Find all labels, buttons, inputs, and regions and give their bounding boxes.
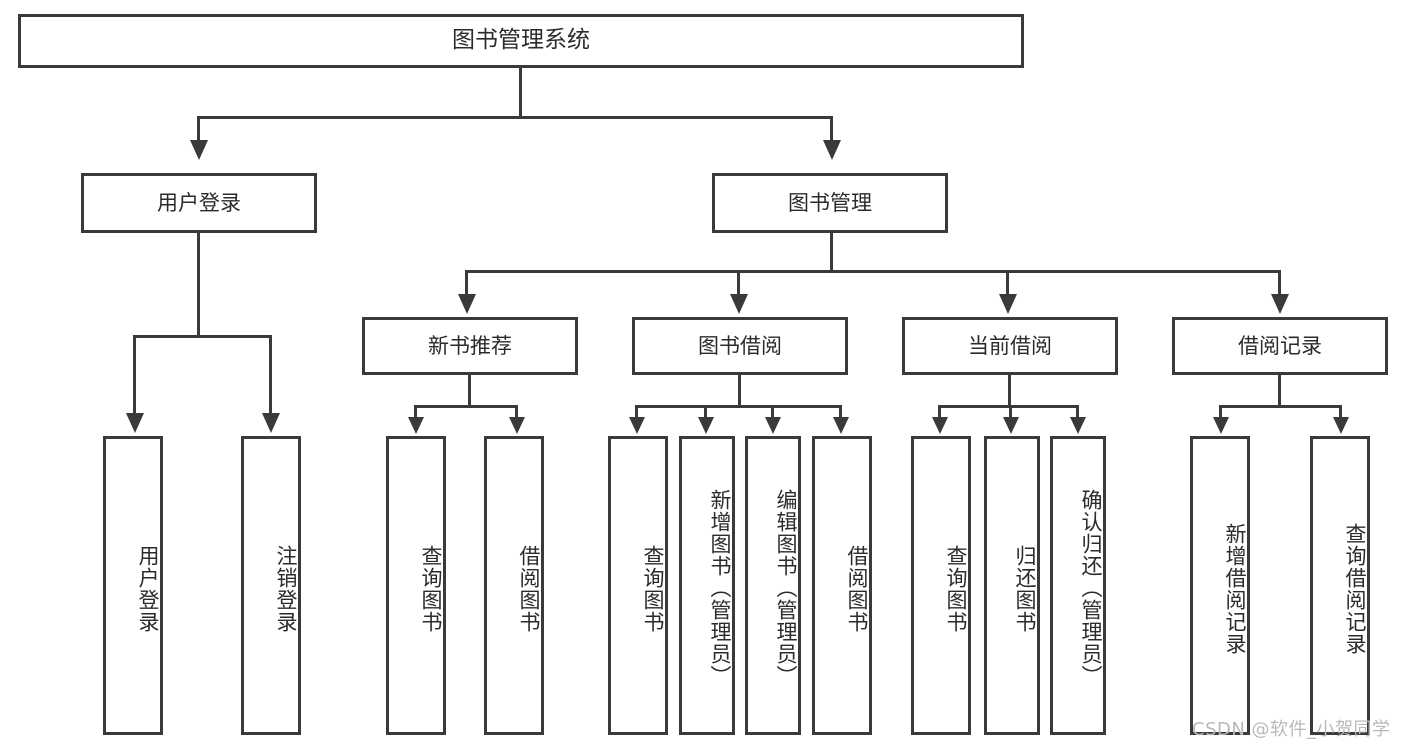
connector-records-branch-2	[1339, 405, 1342, 417]
arrow-current-leaf-1	[932, 417, 948, 434]
connector-current-branch-2	[1009, 405, 1012, 417]
connector-borrow-bus	[635, 405, 842, 408]
connector-root-to-user	[197, 116, 200, 140]
connector-records-bus	[1219, 405, 1342, 408]
arrow-book-to-current	[999, 294, 1017, 314]
arrow-newbooks-leaf-2	[509, 417, 525, 434]
leaf-label: 借阅图书	[517, 544, 541, 633]
node-borrow-records[interactable]: 借阅记录	[1172, 317, 1388, 375]
leaf-borrow-borrow-book[interactable]: 借阅图书	[812, 436, 872, 735]
leaf-label: 查询图书	[641, 544, 665, 633]
node-current-borrow[interactable]: 当前借阅	[902, 317, 1118, 375]
leaf-label: 用户登录	[136, 544, 160, 633]
arrow-records-leaf-2	[1333, 417, 1349, 434]
connector-newbooks-branch-1	[414, 405, 417, 417]
leaf-label: 新增图书（管理员）	[708, 488, 732, 687]
arrow-borrow-leaf-4	[833, 417, 849, 434]
connector-book-stem	[830, 233, 833, 270]
connector-records-stem	[1278, 375, 1281, 405]
leaf-label: 注销登录	[274, 544, 298, 633]
connector-records-branch-1	[1219, 405, 1222, 417]
leaf-newbooks-borrow-book[interactable]: 借阅图书	[484, 436, 544, 735]
connector-user-stem	[197, 233, 200, 335]
node-book-management[interactable]: 图书管理	[712, 173, 948, 233]
arrow-borrow-leaf-2	[698, 417, 714, 434]
arrow-borrow-leaf-1	[629, 417, 645, 434]
arrow-borrow-leaf-3	[765, 417, 781, 434]
leaf-label: 借阅图书	[845, 544, 869, 633]
leaf-borrow-add-book-admin[interactable]: 新增图书（管理员）	[679, 436, 735, 735]
connector-newbooks-stem	[468, 375, 471, 405]
arrow-root-to-book	[823, 140, 841, 160]
leaf-label: 确认归还（管理员）	[1079, 488, 1103, 687]
node-label: 图书借阅	[698, 333, 782, 358]
node-label: 用户登录	[157, 190, 241, 215]
connector-root-stem	[519, 68, 522, 116]
leaf-records-add-record[interactable]: 新增借阅记录	[1190, 436, 1250, 735]
arrow-user-leaf-1	[126, 413, 144, 433]
connector-book-branch-4	[1278, 270, 1281, 294]
leaf-user-login[interactable]: 用户登录	[103, 436, 163, 735]
node-root-system[interactable]: 图书管理系统	[18, 14, 1024, 68]
leaf-borrow-edit-book-admin[interactable]: 编辑图书（管理员）	[745, 436, 801, 735]
leaf-current-confirm-return-admin[interactable]: 确认归还（管理员）	[1050, 436, 1106, 735]
connector-borrow-branch-2	[704, 405, 707, 417]
arrow-current-leaf-2	[1003, 417, 1019, 434]
arrow-book-to-newbooks	[458, 294, 476, 314]
node-book-borrow[interactable]: 图书借阅	[632, 317, 848, 375]
connector-user-branch-2	[269, 335, 272, 413]
leaf-label: 查询图书	[419, 544, 443, 633]
arrow-root-to-user	[190, 140, 208, 160]
connector-borrow-branch-1	[635, 405, 638, 417]
node-new-book-recommend[interactable]: 新书推荐	[362, 317, 578, 375]
node-label: 当前借阅	[968, 333, 1052, 358]
connector-borrow-stem	[738, 375, 741, 405]
arrow-current-leaf-3	[1070, 417, 1086, 434]
node-label: 图书管理	[788, 190, 872, 215]
leaf-newbooks-query-book[interactable]: 查询图书	[386, 436, 446, 735]
node-label: 借阅记录	[1238, 333, 1322, 358]
connector-root-to-book	[830, 116, 833, 140]
leaf-current-query-book[interactable]: 查询图书	[911, 436, 971, 735]
node-user-login[interactable]: 用户登录	[81, 173, 317, 233]
arrow-book-to-borrow	[730, 294, 748, 314]
leaf-label: 新增借阅记录	[1223, 522, 1247, 655]
leaf-records-query-record[interactable]: 查询借阅记录	[1310, 436, 1370, 735]
arrow-newbooks-leaf-1	[408, 417, 424, 434]
connector-current-bus	[938, 405, 1078, 408]
node-label: 图书管理系统	[452, 27, 590, 54]
connector-user-branch-1	[133, 335, 136, 413]
connector-newbooks-branch-2	[515, 405, 518, 417]
leaf-borrow-query-book[interactable]: 查询图书	[608, 436, 668, 735]
connector-book-branch-1	[465, 270, 468, 294]
leaf-label: 编辑图书（管理员）	[774, 488, 798, 687]
connector-root-bus	[197, 116, 833, 119]
connector-current-stem	[1008, 375, 1011, 405]
connector-newbooks-bus	[414, 405, 518, 408]
arrow-user-leaf-2	[262, 413, 280, 433]
leaf-label: 查询图书	[944, 544, 968, 633]
arrow-book-to-records	[1271, 294, 1289, 314]
connector-book-branch-3	[1006, 270, 1009, 294]
connector-current-branch-3	[1076, 405, 1079, 417]
arrow-records-leaf-1	[1213, 417, 1229, 434]
connector-current-branch-1	[938, 405, 941, 417]
connector-user-bus	[133, 335, 272, 338]
connector-borrow-branch-4	[839, 405, 842, 417]
leaf-label: 归还图书	[1013, 544, 1037, 633]
leaf-current-return-book[interactable]: 归还图书	[984, 436, 1040, 735]
leaf-label: 查询借阅记录	[1343, 522, 1367, 655]
csdn-watermark: CSDN @软件_小贺同学	[1192, 719, 1391, 740]
connector-borrow-branch-3	[771, 405, 774, 417]
node-label: 新书推荐	[428, 333, 512, 358]
connector-book-branch-2	[737, 270, 740, 294]
connector-book-bus	[465, 270, 1281, 273]
leaf-user-logout[interactable]: 注销登录	[241, 436, 301, 735]
